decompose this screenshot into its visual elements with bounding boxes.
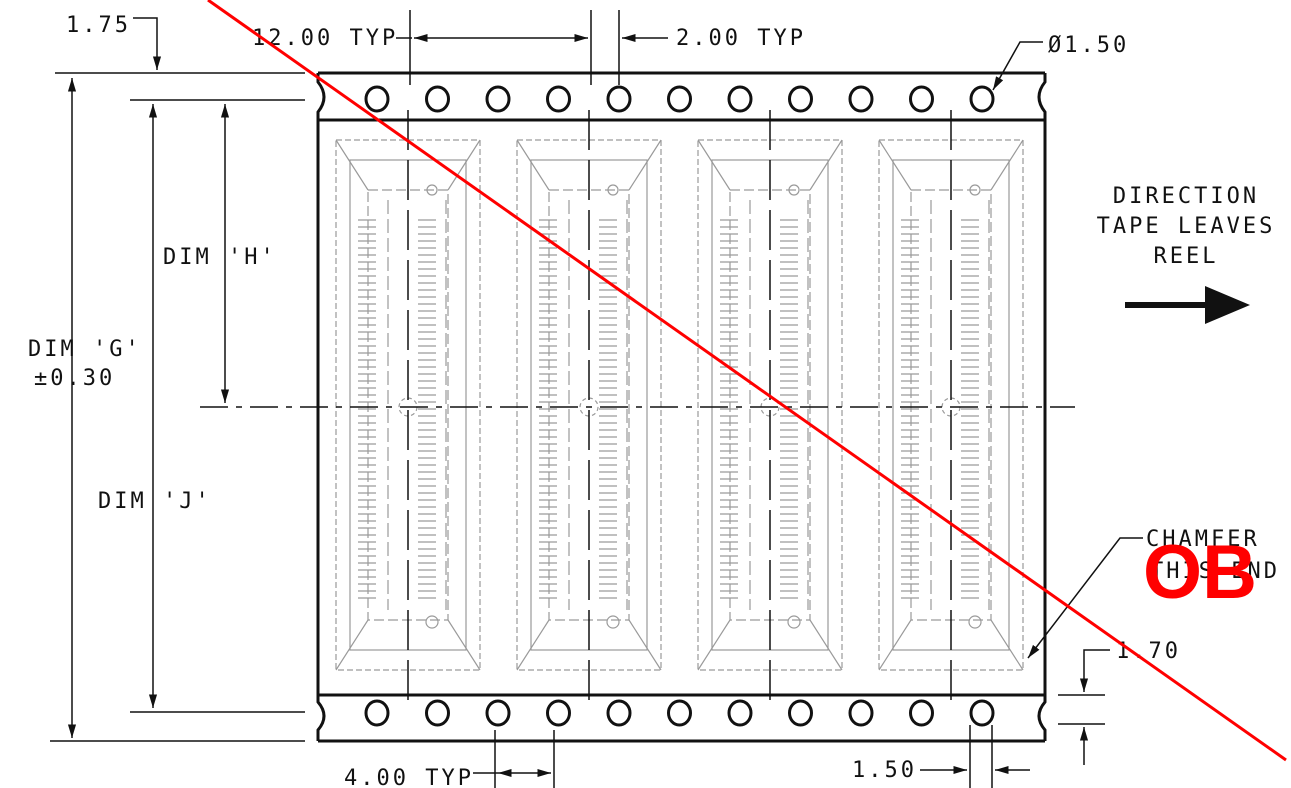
component-pockets: [335, 110, 1024, 705]
label-4-typ: 4.00 TYP: [344, 766, 474, 788]
pocket: [697, 110, 843, 705]
pocket: [335, 110, 481, 705]
sprocket-hole: [788, 699, 813, 727]
sprocket-hole: [848, 85, 874, 113]
annotation-labels: 1.75 12.00 TYP 2.00 TYP Ø1.50 DIRECTION …: [28, 13, 1280, 788]
sprocket-hole: [425, 699, 450, 727]
label-direction-1: DIRECTION: [1113, 184, 1259, 209]
pocket: [516, 110, 662, 705]
sprocket-hole: [485, 85, 511, 113]
sprocket-hole: [606, 699, 632, 727]
sprocket-hole: [364, 699, 390, 727]
sprocket-hole: [969, 85, 995, 113]
label-direction-3: REEL: [1154, 244, 1219, 269]
sprocket-hole: [425, 85, 450, 113]
label-dim-g-tol: ±0.30: [34, 366, 115, 391]
sprocket-hole: [667, 699, 692, 727]
sprocket-hole: [364, 85, 390, 113]
sprocket-holes-top: [364, 85, 995, 113]
sprocket-hole: [727, 85, 753, 113]
sprocket-hole: [546, 85, 571, 113]
label-dim-j: DIM 'J': [98, 489, 212, 514]
label-1-70: 1.70: [1116, 639, 1181, 664]
sprocket-hole: [909, 85, 934, 113]
label-dim-g: DIM 'G': [28, 337, 142, 362]
sprocket-hole: [969, 699, 995, 727]
label-1-50: 1.50: [852, 758, 917, 783]
dimension-lines: [50, 10, 1143, 788]
label-chamfer-1: CHAMFER: [1146, 527, 1260, 552]
sprocket-hole: [606, 85, 632, 113]
sprocket-hole: [909, 699, 934, 727]
sprocket-hole: [788, 85, 813, 113]
direction-arrow-icon: [1125, 286, 1250, 324]
label-direction-2: TAPE LEAVES: [1097, 214, 1276, 239]
sprocket-hole: [546, 699, 571, 727]
sprocket-holes-bottom: [364, 699, 995, 727]
ob-stamp: OB: [1143, 530, 1257, 615]
sprocket-hole: [485, 699, 511, 727]
sprocket-hole: [727, 699, 753, 727]
pocket: [878, 110, 1024, 705]
label-chamfer-2: THIS END: [1150, 559, 1280, 584]
label-2-typ: 2.00 TYP: [676, 26, 806, 51]
label-1-75: 1.75: [66, 13, 131, 38]
label-hole-dia: Ø1.50: [1048, 33, 1129, 58]
label-dim-h: DIM 'H': [163, 245, 277, 270]
red-strike-line: [207, 0, 1287, 762]
sprocket-hole: [848, 699, 874, 727]
sprocket-hole: [667, 85, 692, 113]
